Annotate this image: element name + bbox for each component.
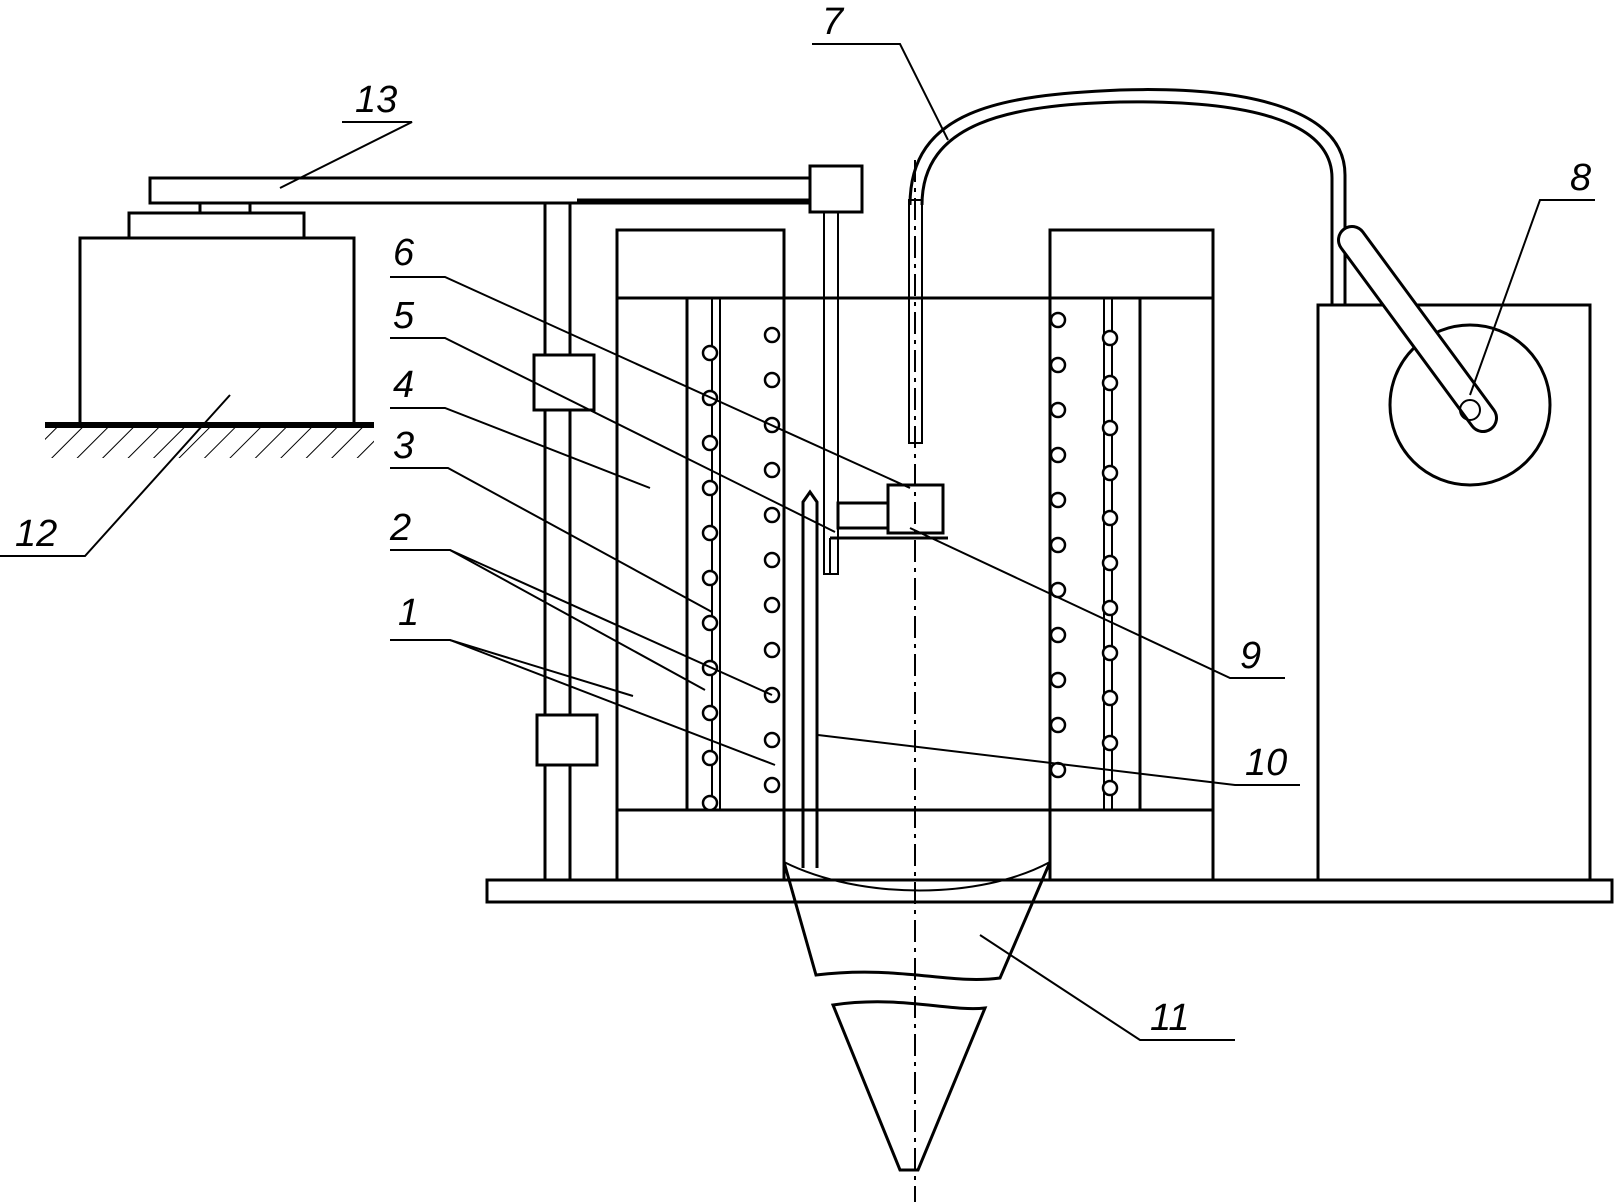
thermocouple-line	[908, 88, 1347, 444]
coil-loop	[701, 614, 719, 632]
coil-loop	[1101, 464, 1119, 482]
coil-loop	[763, 371, 781, 389]
coil-loop	[701, 524, 719, 542]
coil-loop	[763, 326, 781, 344]
label-1: 1	[398, 592, 419, 634]
coil-loop	[1101, 599, 1119, 617]
label-11: 11	[1150, 997, 1189, 1039]
coil-loop	[1101, 689, 1119, 707]
coil-loop	[1049, 446, 1067, 464]
coil-loop	[1049, 491, 1067, 509]
coil-loop	[701, 704, 719, 722]
label-12: 12	[15, 513, 57, 555]
label-13: 13	[355, 79, 397, 121]
weighing-unit	[45, 201, 374, 458]
coil-loop	[763, 776, 781, 794]
coil-loop	[1049, 626, 1067, 644]
coil-loop	[1101, 734, 1119, 752]
coil-loop	[1049, 716, 1067, 734]
label-10: 10	[1245, 742, 1287, 784]
coil-loop	[1049, 401, 1067, 419]
label-4: 4	[393, 364, 414, 406]
label-9: 9	[1240, 635, 1261, 677]
coil-loop	[763, 641, 781, 659]
recorder-cabinet	[1316, 225, 1592, 882]
coil-loop	[1101, 419, 1119, 437]
coil-loop	[1049, 356, 1067, 374]
coil-loop	[763, 551, 781, 569]
coil-loop	[1049, 536, 1067, 554]
coil-loop	[1049, 671, 1067, 689]
coil-loop	[763, 731, 781, 749]
coil-loop	[701, 569, 719, 587]
coil-loop	[1101, 644, 1119, 662]
furnace	[615, 228, 1215, 882]
label-2: 2	[389, 507, 411, 549]
coil-loop	[763, 596, 781, 614]
callout-labels: 1 2 3 4 5 6 7 8 9 10 11 12 13	[15, 1, 1591, 1039]
coil-loop	[701, 794, 719, 812]
collector-cone	[782, 861, 1052, 1172]
coil-loop	[701, 344, 719, 362]
coil-loop	[1101, 554, 1119, 572]
label-7: 7	[822, 1, 845, 43]
suspension-arm	[148, 164, 864, 880]
coil-loop	[763, 461, 781, 479]
label-5: 5	[393, 295, 415, 337]
label-8: 8	[1570, 157, 1591, 199]
label-6: 6	[393, 232, 415, 274]
coil-loop	[1049, 311, 1067, 329]
leader-lines	[0, 43, 1595, 1041]
coil-loop	[1101, 329, 1119, 347]
coil-loop	[701, 479, 719, 497]
label-3: 3	[393, 425, 414, 467]
coil-loop	[701, 749, 719, 767]
coil-loop	[1101, 509, 1119, 527]
base-plate	[485, 878, 1614, 904]
coil-loop	[763, 506, 781, 524]
coil-loop	[1101, 374, 1119, 392]
heater-coil-right	[1049, 311, 1119, 797]
coil-loop	[1101, 779, 1119, 797]
coil-loop	[701, 434, 719, 452]
